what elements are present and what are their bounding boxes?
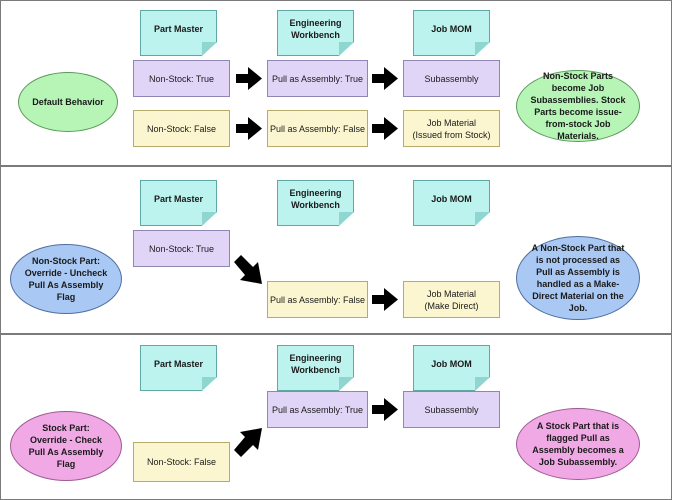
part-master-label: Part Master: [153, 194, 204, 204]
p3-part-text: Non-Stock: False: [146, 457, 217, 467]
p1-summary-oval: Non-Stock Parts become Job Subassemblies…: [516, 70, 640, 142]
p1-engineering-row2-box: Pull as Assembly: False: [267, 110, 368, 147]
default-behavior-label: Default Behavior: [32, 97, 104, 107]
p2-summary-oval: A Non-Stock Part that is not processed a…: [516, 236, 640, 320]
p1-job-row2-box: Job Material (Issued from Stock): [403, 110, 500, 147]
p2-part-master-box: Non-Stock: True: [133, 230, 230, 267]
p2-summary-text: A Non-Stock Part that is not processed a…: [531, 243, 625, 313]
p2-job-box: Job Material (Make Direct): [403, 281, 500, 318]
job-mom-label: Job MOM: [431, 194, 472, 204]
p1-job-row1-box: Subassembly: [403, 60, 500, 97]
p1-part-master-row1-box: Non-Stock: True: [133, 60, 230, 97]
default-behavior-oval: Default Behavior: [18, 72, 118, 132]
job-mom-label: Job MOM: [431, 359, 472, 369]
p3-eng-text: Pull as Assembly: True: [271, 404, 364, 415]
engineering-workbench-note: Engineering Workbench: [277, 345, 354, 391]
p1-row2-part-text: Non-Stock: False: [146, 123, 217, 134]
engineering-workbench-label: Engineering Workbench: [289, 18, 342, 40]
p3-engineering-box: Pull as Assembly: True: [267, 391, 368, 428]
p1-row2-job-text: Job Material (Issued from Stock): [412, 117, 491, 140]
p3-job-box: Subassembly: [403, 391, 500, 428]
engineering-workbench-label: Engineering Workbench: [289, 353, 342, 375]
p3-job-text: Subassembly: [424, 404, 479, 415]
p3-part-master-box: Non-Stock: False: [133, 442, 230, 482]
p1-row2-eng-text: Pull as Assembly: False: [269, 123, 366, 134]
part-master-label: Part Master: [153, 359, 204, 369]
non-stock-override-label: Non-Stock Part: Override - Uncheck Pull …: [24, 256, 108, 302]
p3-summary-text: A Stock Part that is flagged Pull as Ass…: [532, 421, 624, 467]
p1-part-master-row2-box: Non-Stock: False: [133, 110, 230, 147]
job-mom-note: Job MOM: [413, 345, 490, 391]
p2-engineering-box: Pull as Assembly: False: [267, 281, 368, 318]
stock-override-label: Stock Part: Override - Check Pull As Ass…: [28, 423, 104, 469]
p2-part-text: Non-Stock: True: [148, 243, 215, 254]
p1-row1-job-text: Subassembly: [424, 73, 479, 84]
p3-summary-oval: A Stock Part that is flagged Pull as Ass…: [516, 408, 640, 480]
non-stock-override-oval: Non-Stock Part: Override - Uncheck Pull …: [10, 244, 122, 314]
p1-row1-eng-text: Pull as Assembly: True: [271, 73, 364, 84]
part-master-label: Part Master: [153, 24, 204, 34]
p1-row1-part-text: Non-Stock: True: [148, 73, 215, 84]
engineering-workbench-note: Engineering Workbench: [277, 10, 354, 56]
engineering-workbench-note: Engineering Workbench: [277, 180, 354, 226]
engineering-workbench-label: Engineering Workbench: [289, 188, 342, 210]
p1-engineering-row1-box: Pull as Assembly: True: [267, 60, 368, 97]
p1-summary-text: Non-Stock Parts become Job Subassemblies…: [530, 71, 626, 141]
stock-override-oval: Stock Part: Override - Check Pull As Ass…: [10, 411, 122, 481]
job-mom-label: Job MOM: [431, 24, 472, 34]
p2-eng-text: Pull as Assembly: False: [269, 294, 366, 305]
p2-job-text: Job Material (Make Direct): [424, 288, 479, 311]
part-master-note: Part Master: [140, 180, 217, 226]
